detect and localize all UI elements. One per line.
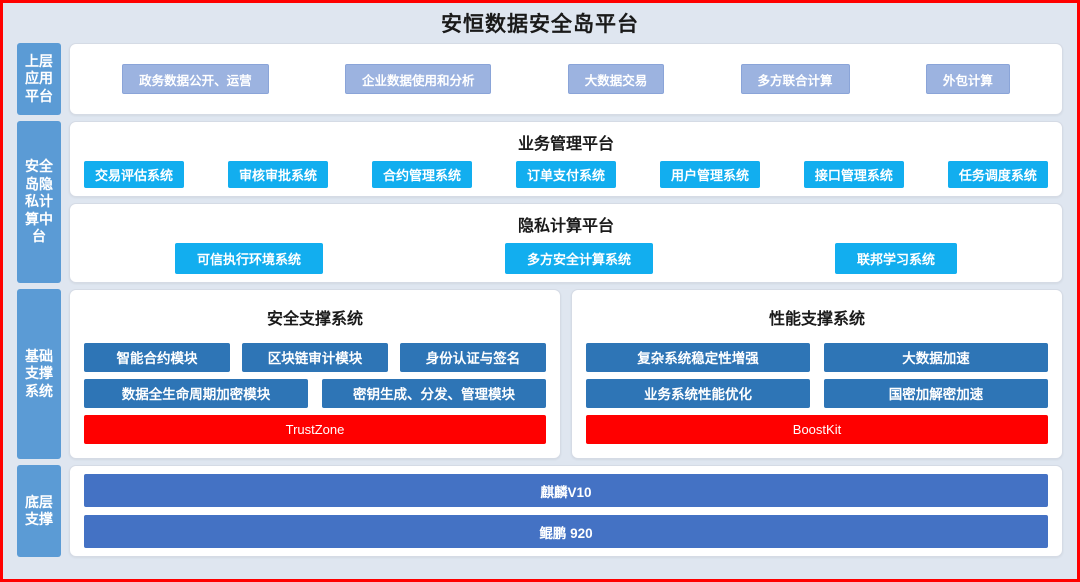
layer-application-body: 政务数据公开、运营 企业数据使用和分析 大数据交易 多方联合计算 外包计算 bbox=[69, 43, 1063, 115]
biz-chip-trade-evaluation[interactable]: 交易评估系统 bbox=[84, 161, 185, 188]
application-chip-list: 政务数据公开、运营 企业数据使用和分析 大数据交易 多方联合计算 外包计算 bbox=[84, 64, 1048, 94]
sec-chip-identity-signature[interactable]: 身份认证与签名 bbox=[400, 342, 546, 372]
privacy-chip-list: 可信执行环境系统 多方安全计算系统 联邦学习系统 bbox=[84, 243, 1048, 274]
panel-security-support: 安全支撑系统 智能合约模块 区块链审计模块 身份认证与签名 数据全生命周期加密模… bbox=[69, 289, 561, 459]
diagram-root: 安恒数据安全岛平台 上层应用平台 政务数据公开、运营 企业数据使用和分析 大数据… bbox=[3, 3, 1077, 579]
business-chip-list: 交易评估系统 审核审批系统 合约管理系统 订单支付系统 用户管理系统 接口管理系… bbox=[84, 161, 1048, 188]
biz-chip-interface-management[interactable]: 接口管理系统 bbox=[803, 161, 904, 188]
perf-banner-boostkit[interactable]: BoostKit bbox=[586, 414, 1048, 444]
panel-business-management-title: 业务管理平台 bbox=[517, 136, 614, 153]
privacy-chip-federated-learning[interactable]: 联邦学习系统 bbox=[834, 243, 957, 274]
sec-chip-smart-contract[interactable]: 智能合约模块 bbox=[84, 342, 230, 372]
panel-security-support-title: 安全支撑系统 bbox=[266, 310, 363, 328]
bottom-bar-kylin-v10[interactable]: 麒麟V10 bbox=[84, 474, 1048, 507]
privacy-chip-tee[interactable]: 可信执行环境系统 bbox=[174, 243, 323, 274]
layer-core: 安全岛隐私计算中台 业务管理平台 交易评估系统 审核审批系统 合约管理系统 订单… bbox=[3, 121, 1077, 283]
sec-banner-trustzone[interactable]: TrustZone bbox=[84, 414, 546, 444]
biz-chip-order-payment[interactable]: 订单支付系统 bbox=[515, 161, 616, 188]
sidebar-label-bottom-support: 底层支撑 bbox=[17, 465, 61, 557]
privacy-chip-mpc[interactable]: 多方安全计算系统 bbox=[504, 243, 653, 274]
page-title: 安恒数据安全岛平台 bbox=[3, 3, 1077, 43]
perf-chip-bigdata-acceleration[interactable]: 大数据加速 bbox=[824, 342, 1048, 372]
layer-application: 上层应用平台 政务数据公开、运营 企业数据使用和分析 大数据交易 多方联合计算 … bbox=[3, 43, 1077, 115]
sec-chip-lifecycle-encryption[interactable]: 数据全生命周期加密模块 bbox=[84, 378, 308, 408]
perf-chip-sm-crypto-acceleration[interactable]: 国密加解密加速 bbox=[824, 378, 1048, 408]
sidebar-label-core-text: 安全岛隐私计算中台 bbox=[25, 158, 53, 245]
sidebar-label-bottom-support-text: 底层支撑 bbox=[25, 493, 53, 528]
layer-bottom-support-body: 麒麟V10 鲲鹏 920 bbox=[69, 465, 1063, 557]
performance-support-row2: 业务系统性能优化 国密加解密加速 bbox=[586, 378, 1048, 408]
panel-privacy-computing-title: 隐私计算平台 bbox=[517, 218, 614, 235]
bottom-bar-kunpeng-920[interactable]: 鲲鹏 920 bbox=[84, 515, 1048, 548]
app-chip-outsourced-compute[interactable]: 外包计算 bbox=[925, 64, 1010, 94]
base-support-split: 安全支撑系统 智能合约模块 区块链审计模块 身份认证与签名 数据全生命周期加密模… bbox=[69, 289, 1063, 459]
panel-performance-support: 性能支撑系统 复杂系统稳定性增强 大数据加速 业务系统性能优化 国密加解密加速 … bbox=[571, 289, 1063, 459]
sec-chip-key-management[interactable]: 密钥生成、分发、管理模块 bbox=[322, 378, 546, 408]
biz-chip-task-scheduling[interactable]: 任务调度系统 bbox=[947, 161, 1048, 188]
perf-chip-business-optimization[interactable]: 业务系统性能优化 bbox=[586, 378, 810, 408]
perf-chip-system-stability[interactable]: 复杂系统稳定性增强 bbox=[586, 342, 810, 372]
app-chip-gov-data[interactable]: 政务数据公开、运营 bbox=[122, 64, 269, 94]
biz-chip-review-approval[interactable]: 审核审批系统 bbox=[227, 161, 328, 188]
sidebar-label-core: 安全岛隐私计算中台 bbox=[17, 121, 61, 283]
panel-bottom-support: 麒麟V10 鲲鹏 920 bbox=[69, 465, 1063, 557]
biz-chip-contract-management[interactable]: 合约管理系统 bbox=[371, 161, 472, 188]
panel-business-management: 业务管理平台 交易评估系统 审核审批系统 合约管理系统 订单支付系统 用户管理系… bbox=[69, 121, 1063, 197]
sidebar-label-application: 上层应用平台 bbox=[17, 43, 61, 115]
biz-chip-user-management[interactable]: 用户管理系统 bbox=[659, 161, 760, 188]
security-support-row1: 智能合约模块 区块链审计模块 身份认证与签名 bbox=[84, 342, 546, 372]
app-chip-enterprise-data[interactable]: 企业数据使用和分析 bbox=[344, 64, 492, 94]
layer-core-body: 业务管理平台 交易评估系统 审核审批系统 合约管理系统 订单支付系统 用户管理系… bbox=[69, 121, 1063, 283]
layer-bottom-support: 底层支撑 麒麟V10 鲲鹏 920 bbox=[3, 465, 1077, 567]
app-chip-bigdata-trade[interactable]: 大数据交易 bbox=[567, 64, 665, 94]
security-support-row2: 数据全生命周期加密模块 密钥生成、分发、管理模块 bbox=[84, 378, 546, 408]
sidebar-label-base-support: 基础支撑系统 bbox=[17, 289, 61, 459]
sidebar-label-base-support-text: 基础支撑系统 bbox=[25, 347, 53, 399]
sidebar-label-application-text: 上层应用平台 bbox=[25, 52, 53, 104]
app-chip-joint-compute[interactable]: 多方联合计算 bbox=[740, 64, 850, 94]
layer-base-support-body: 安全支撑系统 智能合约模块 区块链审计模块 身份认证与签名 数据全生命周期加密模… bbox=[69, 289, 1063, 459]
panel-privacy-computing: 隐私计算平台 可信执行环境系统 多方安全计算系统 联邦学习系统 bbox=[69, 203, 1063, 283]
sec-chip-blockchain-audit[interactable]: 区块链审计模块 bbox=[242, 342, 388, 372]
panel-performance-support-title: 性能支撑系统 bbox=[768, 310, 865, 328]
performance-support-row1: 复杂系统稳定性增强 大数据加速 bbox=[586, 342, 1048, 372]
layer-base-support: 基础支撑系统 安全支撑系统 智能合约模块 区块链审计模块 身份认证与签名 数据全… bbox=[3, 289, 1077, 459]
panel-application: 政务数据公开、运营 企业数据使用和分析 大数据交易 多方联合计算 外包计算 bbox=[69, 43, 1063, 115]
page-title-text: 安恒数据安全岛平台 bbox=[441, 13, 639, 36]
